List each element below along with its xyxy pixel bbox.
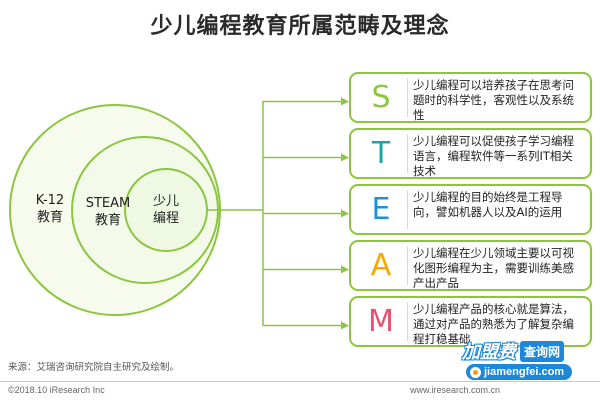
watermark-logo: 加盟费 查询网 jiamengfei.com	[462, 340, 596, 384]
watermark-badge: 查询网	[520, 340, 565, 362]
arrow-right-icon	[341, 265, 349, 274]
steam-letter: M	[355, 302, 408, 341]
arrow-right-icon	[341, 209, 349, 218]
arrow-right-icon	[341, 97, 349, 106]
label-kids-coding: 少儿 编程	[152, 194, 179, 226]
website-text: www.iresearch.com.cn	[410, 385, 501, 395]
watermark-url: jiamengfei.com	[466, 364, 573, 380]
steam-description: 少儿编程的目的始终是工程导向，譬如机器人以及AI的运用	[413, 190, 563, 219]
steam-letter: E	[355, 190, 408, 229]
footer-divider	[0, 381, 600, 382]
steam-description: 少儿编程可以促使孩子学习编程语言，编程软件等一系列IT相关技术	[413, 134, 574, 178]
watermark-url-text: jiamengfei.com	[484, 366, 565, 378]
connector-branches	[263, 97, 349, 330]
steam-letter: T	[355, 134, 408, 173]
arrow-right-icon	[341, 321, 349, 330]
steam-description: 少儿编程可以培养孩子在思考问题时的科学性，客观性以及系统性	[413, 78, 574, 122]
steam-letter: A	[355, 246, 408, 285]
label-k12: K-12 教育	[35, 193, 65, 225]
steam-letter: S	[355, 78, 408, 117]
steam-description: 少儿编程在少儿领域主要以可视化图形编程为主，需要训练美感产出产品	[413, 246, 574, 290]
copyright-text: ©2018.10 iResearch Inc	[8, 385, 105, 395]
watermark-brand: 加盟费	[462, 342, 516, 363]
source-note: 来源：艾瑞咨询研究院自主研究及绘制。	[8, 362, 180, 373]
page-title: 少儿编程教育所属范畴及理念	[150, 14, 450, 39]
arrow-right-icon	[341, 153, 349, 162]
label-steam: STEAM 教育	[85, 196, 131, 228]
watermark-dot-icon	[470, 366, 481, 378]
steam-description: 少儿编程产品的核心就是算法，通过对产品的熟悉为了解复杂编程打稳基础	[413, 302, 574, 346]
